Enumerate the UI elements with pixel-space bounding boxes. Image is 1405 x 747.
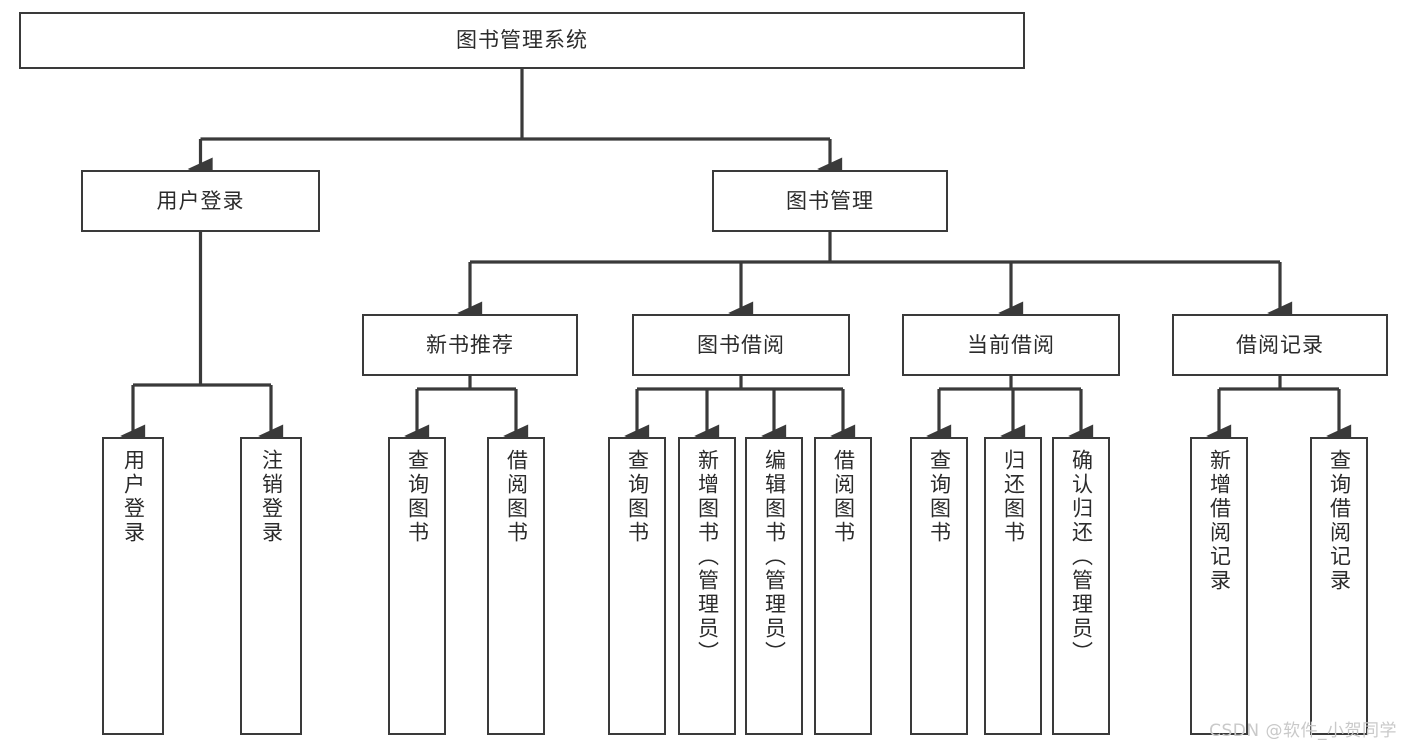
node-leaf-query-book-2[interactable]: 查询图书 [608,437,666,735]
node-borrow-record-label: 借阅记录 [1236,332,1324,357]
node-leaf-borrow-book-2-label: 借阅图书 [831,449,856,545]
node-root[interactable]: 图书管理系统 [19,12,1025,69]
node-leaf-return-book-label: 归还图书 [1001,449,1026,545]
node-leaf-borrow-book-2[interactable]: 借阅图书 [814,437,872,735]
node-leaf-query-book-2-label: 查询图书 [625,449,650,545]
node-leaf-query-book-1[interactable]: 查询图书 [388,437,446,735]
node-leaf-query-record-label: 查询借阅记录 [1327,449,1352,593]
node-book-manage-label: 图书管理 [786,188,874,213]
node-leaf-confirm-return[interactable]: 确认归还（管理员） [1052,437,1110,735]
node-leaf-user-login[interactable]: 用户登录 [102,437,164,735]
node-leaf-user-logout-label: 注销登录 [259,449,284,545]
node-book-borrow[interactable]: 图书借阅 [632,314,850,376]
node-leaf-borrow-book-1-label: 借阅图书 [504,449,529,545]
node-book-manage[interactable]: 图书管理 [712,170,948,232]
node-leaf-return-book[interactable]: 归还图书 [984,437,1042,735]
node-new-book-rec[interactable]: 新书推荐 [362,314,578,376]
node-leaf-user-logout[interactable]: 注销登录 [240,437,302,735]
node-leaf-user-login-label: 用户登录 [121,449,146,545]
node-new-book-rec-label: 新书推荐 [426,332,514,357]
watermark-text: CSDN @软件_小贺同学 [1209,721,1397,741]
node-leaf-query-book-1-label: 查询图书 [405,449,430,545]
node-leaf-add-book-label: 新增图书（管理员） [695,449,720,665]
node-leaf-query-book-3[interactable]: 查询图书 [910,437,968,735]
node-leaf-edit-book-label: 编辑图书（管理员） [762,449,787,665]
node-leaf-edit-book[interactable]: 编辑图书（管理员） [745,437,803,735]
node-current-borrow-label: 当前借阅 [967,332,1055,357]
node-user-login[interactable]: 用户登录 [81,170,320,232]
node-leaf-confirm-return-label: 确认归还（管理员） [1069,449,1094,665]
node-user-login-label: 用户登录 [156,188,245,213]
node-leaf-query-record[interactable]: 查询借阅记录 [1310,437,1368,735]
node-current-borrow[interactable]: 当前借阅 [902,314,1120,376]
node-leaf-query-book-3-label: 查询图书 [927,449,952,545]
node-leaf-add-record[interactable]: 新增借阅记录 [1190,437,1248,735]
node-leaf-add-record-label: 新增借阅记录 [1207,449,1232,593]
node-leaf-add-book[interactable]: 新增图书（管理员） [678,437,736,735]
node-root-label: 图书管理系统 [456,28,588,53]
node-leaf-borrow-book-1[interactable]: 借阅图书 [487,437,545,735]
node-book-borrow-label: 图书借阅 [697,332,785,357]
node-borrow-record[interactable]: 借阅记录 [1172,314,1388,376]
